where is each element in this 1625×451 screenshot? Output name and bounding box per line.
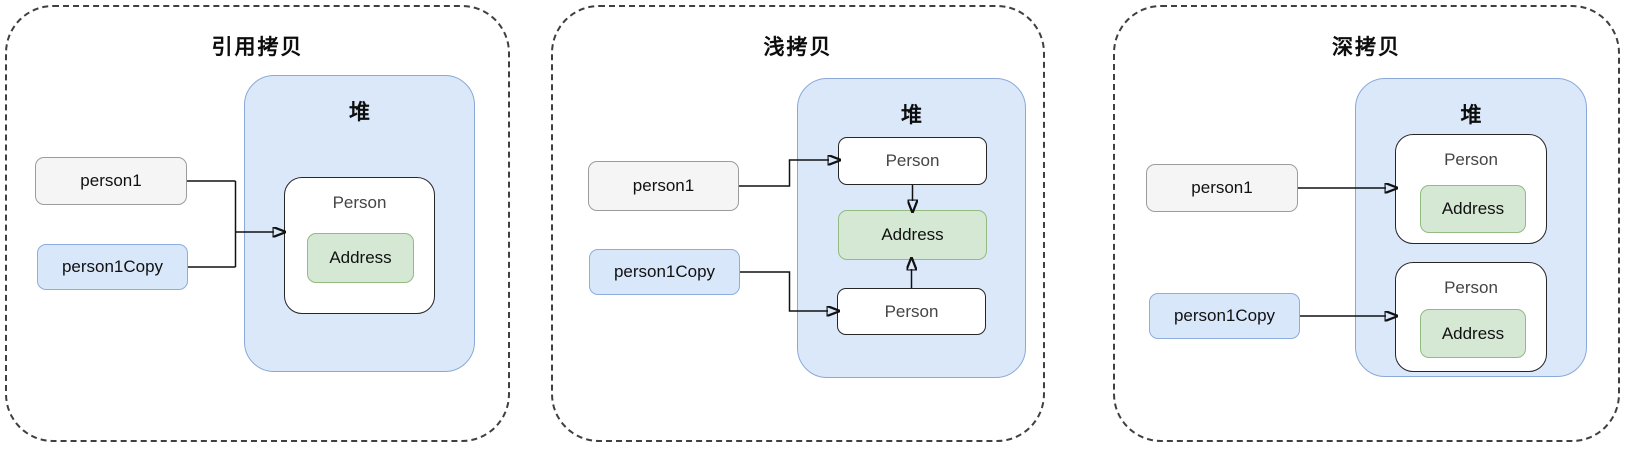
address-label: Address (1441, 199, 1505, 218)
var-person1copy-label: person1Copy (1173, 306, 1276, 325)
person-object-bottom: Person (837, 288, 986, 335)
var-person1-label: person1 (1191, 178, 1253, 197)
var-person1copy-label: person1Copy (61, 257, 164, 276)
heap-label: 堆 (901, 104, 922, 127)
var-person1: person1 (588, 161, 739, 211)
panel-reference-copy: 引用拷贝 堆 Person Address person1 person1Cop… (5, 5, 510, 442)
var-person1copy: person1Copy (37, 244, 188, 290)
panel-title: 引用拷贝 (211, 36, 304, 59)
person-object-label: Person (884, 301, 939, 321)
var-person1copy-label: person1Copy (613, 262, 716, 281)
person-object: Person Address (284, 177, 435, 314)
person-object-bottom: Person Address (1395, 262, 1547, 372)
address-label: Address (329, 248, 392, 267)
heap-label: 堆 (1460, 104, 1482, 127)
person-object-top: Person (838, 137, 987, 185)
var-person1copy: person1Copy (1149, 293, 1300, 339)
person-object-label: Person (332, 193, 387, 212)
panel-title: 浅拷贝 (763, 36, 833, 59)
panel-deep-copy: 深拷贝 堆 Person Address Person Address pers… (1113, 5, 1620, 442)
person-object-top: Person Address (1395, 134, 1547, 244)
heap-label: 堆 (349, 101, 370, 124)
var-person1: person1 (35, 157, 187, 205)
var-person1: person1 (1146, 164, 1298, 212)
person-object-label: Person (1444, 278, 1498, 297)
address-label: Address (881, 225, 944, 244)
shared-address-box: Address (838, 210, 987, 260)
person-object-label: Person (885, 151, 940, 170)
address-box: Address (1420, 309, 1526, 358)
var-person1-label: person1 (632, 176, 695, 195)
panel-title: 深拷贝 (1332, 36, 1401, 59)
address-label: Address (1441, 323, 1505, 343)
person-object-label: Person (1444, 150, 1498, 169)
address-box: Address (1420, 185, 1526, 233)
var-person1-label: person1 (80, 171, 142, 190)
address-box: Address (307, 233, 414, 283)
panel-shallow-copy: 浅拷贝 堆 Person Address Person person1 pers… (551, 5, 1045, 442)
var-person1copy: person1Copy (589, 249, 740, 295)
